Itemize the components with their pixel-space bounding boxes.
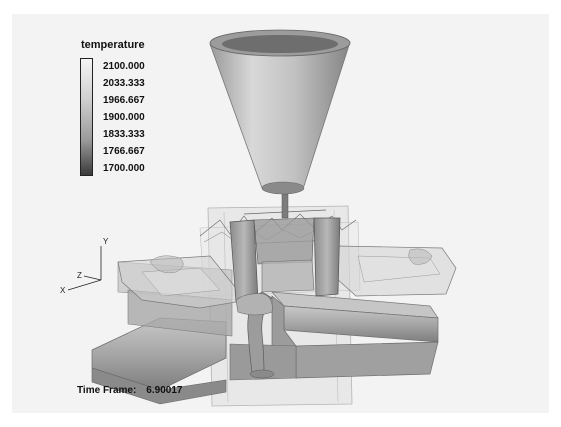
pouring-cone bbox=[209, 29, 351, 195]
left-tray bbox=[117, 255, 237, 309]
sprue-system bbox=[229, 193, 341, 379]
time-frame-label: Time Frame: bbox=[77, 385, 137, 396]
time-frame-readout: Time Frame: 6.90017 bbox=[77, 385, 182, 396]
legend-label-1900: 1900.000 bbox=[103, 112, 145, 123]
legend-label-1833: 1833.333 bbox=[103, 129, 145, 140]
x-axis-label: X bbox=[60, 286, 66, 295]
axis-triad bbox=[67, 246, 102, 291]
legend-label-2033: 2033.333 bbox=[103, 78, 145, 89]
legend-label-1700: 1700.000 bbox=[103, 163, 145, 174]
right-tray bbox=[335, 245, 457, 297]
legend-label-1766: 1766.667 bbox=[103, 146, 145, 157]
legend-label-1966: 1966.667 bbox=[103, 95, 145, 106]
time-frame-value: 6.90017 bbox=[146, 385, 183, 396]
y-axis-label: Y bbox=[103, 237, 109, 246]
legend-label-2100: 2100.000 bbox=[103, 61, 145, 72]
z-axis-label: Z bbox=[77, 271, 82, 280]
legend-title: temperature bbox=[81, 39, 145, 51]
temperature-color-bar bbox=[80, 58, 93, 176]
